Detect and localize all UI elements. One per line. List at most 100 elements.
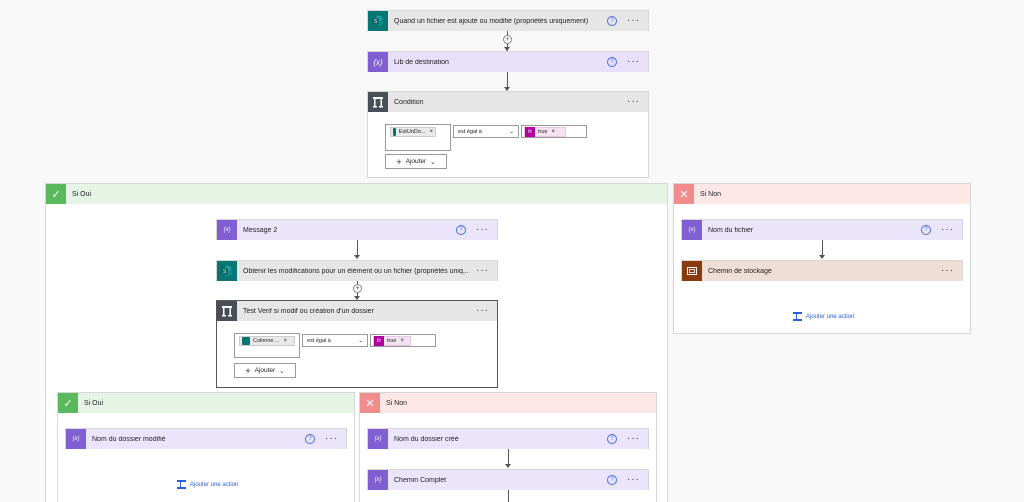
insert-step-plus-icon[interactable]: + [503, 35, 512, 44]
help-icon[interactable]: ? [607, 475, 617, 485]
nested-no-title: Si Non [386, 399, 408, 407]
check-icon: ✓ [46, 184, 66, 204]
storage-path-header[interactable]: Chemin de stockage ··· [682, 261, 962, 281]
more-options-icon[interactable]: ··· [476, 224, 489, 235]
help-icon[interactable]: ? [456, 225, 466, 235]
message-2-header[interactable]: {x} Message 2 ? ··· [217, 220, 497, 240]
insert-step-plus-icon[interactable]: + [353, 284, 362, 293]
help-icon[interactable]: ? [921, 225, 931, 235]
add-row-label: Ajouter [254, 367, 276, 374]
more-options-icon[interactable]: ··· [627, 56, 640, 67]
test-verif-title: Test Verif si modif ou création d'un dos… [243, 307, 374, 315]
condition-header[interactable]: Condition ··· [368, 92, 648, 112]
full-path-title: Chemin Complet [394, 476, 447, 484]
help-icon[interactable]: ? [305, 434, 315, 444]
svg-text:S: S [223, 269, 227, 275]
lib-destination-title: Lib de destination [394, 58, 449, 66]
more-options-icon[interactable]: ··· [941, 265, 954, 276]
more-options-icon[interactable]: ··· [325, 433, 338, 444]
chevron-down-icon: ⌄ [279, 367, 285, 375]
test-right-operand[interactable]: fx true × [370, 334, 436, 347]
condition-card[interactable]: Condition ··· EstUnDo... × est égal à ⌄ … [367, 91, 649, 178]
more-options-icon[interactable]: ··· [627, 433, 640, 444]
compose-icon [682, 261, 702, 281]
help-icon[interactable]: ? [607, 57, 617, 67]
expression-token[interactable]: fx true × [373, 336, 411, 346]
get-changes-header[interactable]: S Obtenir les modifications pour un élém… [217, 261, 497, 281]
message-2-card[interactable]: {x} Message 2 ? ··· [216, 219, 498, 240]
operator-value: est égal à [307, 337, 331, 344]
full-path-header[interactable]: {x} Chemin Complet ? ··· [368, 470, 648, 490]
chevron-down-icon: ⌄ [358, 337, 363, 344]
connector-line [508, 449, 509, 465]
add-row-button[interactable]: + Ajouter ⌄ [234, 363, 296, 378]
more-options-icon[interactable]: ··· [627, 96, 640, 107]
condition-right-operand[interactable]: fx true × [521, 125, 587, 138]
connector-line [508, 490, 509, 502]
connector-arrow [504, 87, 510, 91]
nested-yes-title: Si Oui [84, 399, 104, 407]
file-name-card[interactable]: {x} Nom du fichier ? ··· [681, 219, 963, 240]
condition-icon [368, 92, 388, 112]
nested-yes-header[interactable]: ✓ Si Oui [58, 393, 354, 413]
more-options-icon[interactable]: ··· [941, 224, 954, 235]
token-label: true [538, 129, 548, 135]
lib-destination-card[interactable]: {x} Lib de destination ? ··· [367, 51, 649, 72]
created-folder-name-card[interactable]: {x} Nom du dossier créé ? ··· [367, 428, 649, 449]
dynamic-content-token[interactable]: EstUnDo... × [390, 127, 436, 137]
more-options-icon[interactable]: ··· [627, 474, 640, 485]
close-icon: ✕ [674, 184, 694, 204]
message-2-title: Message 2 [243, 226, 278, 234]
yes-branch-header[interactable]: ✓ Si Oui [46, 184, 667, 204]
add-action-icon [793, 312, 802, 321]
help-icon[interactable]: ? [607, 16, 617, 26]
add-action-link[interactable]: Ajouter une action [177, 480, 238, 489]
storage-path-title: Chemin de stockage [708, 267, 772, 275]
add-row-button[interactable]: + Ajouter ⌄ [385, 154, 447, 169]
trigger-header[interactable]: S Quand un fichier est ajouté ou modifié… [368, 11, 648, 31]
add-action-icon [177, 480, 186, 489]
add-action-label: Ajouter une action [190, 481, 239, 488]
test-verif-header[interactable]: Test Verif si modif ou création d'un dos… [217, 301, 497, 321]
created-folder-name-header[interactable]: {x} Nom du dossier créé ? ··· [368, 429, 648, 449]
nested-no-header[interactable]: ✕ Si Non [360, 393, 656, 413]
get-changes-card[interactable]: S Obtenir les modifications pour un élém… [216, 260, 498, 281]
remove-token-icon[interactable]: × [400, 338, 404, 344]
full-path-card[interactable]: {x} Chemin Complet ? ··· [367, 469, 649, 490]
dynamic-content-token[interactable]: Colonne ... × [239, 336, 295, 346]
connector-arrow [505, 464, 511, 468]
operator-dropdown[interactable]: est égal à ⌄ [453, 125, 519, 138]
condition-icon [217, 301, 237, 321]
sharepoint-icon [393, 128, 396, 136]
remove-token-icon[interactable]: × [551, 129, 555, 135]
more-options-icon[interactable]: ··· [627, 15, 640, 26]
test-left-operand[interactable]: Colonne ... × [234, 333, 300, 358]
no-branch-header[interactable]: ✕ Si Non [674, 184, 970, 204]
file-name-title: Nom du fichier [708, 226, 754, 234]
storage-path-card[interactable]: Chemin de stockage ··· [681, 260, 963, 281]
token-label: Colonne ... [253, 338, 280, 344]
test-verif-card[interactable]: Test Verif si modif ou création d'un dos… [216, 300, 498, 388]
add-action-label: Ajouter une action [806, 313, 855, 320]
more-options-icon[interactable]: ··· [476, 305, 489, 316]
connector-line [822, 240, 823, 256]
remove-token-icon[interactable]: × [283, 338, 288, 344]
file-name-header[interactable]: {x} Nom du fichier ? ··· [682, 220, 962, 240]
variable-icon: {x} [66, 429, 86, 449]
connector-arrow [504, 47, 510, 51]
variable-icon: {x} [368, 52, 388, 72]
condition-left-operand[interactable]: EstUnDo... × [385, 124, 451, 151]
variable-icon: {x} [368, 429, 388, 449]
help-icon[interactable]: ? [607, 434, 617, 444]
modified-folder-name-header[interactable]: {x} Nom du dossier modifié ? ··· [66, 429, 346, 449]
modified-folder-name-card[interactable]: {x} Nom du dossier modifié ? ··· [65, 428, 347, 449]
expression-token[interactable]: fx true × [524, 127, 566, 137]
lib-destination-header[interactable]: {x} Lib de destination ? ··· [368, 52, 648, 72]
sharepoint-icon [242, 337, 250, 345]
add-action-link[interactable]: Ajouter une action [793, 312, 854, 321]
trigger-card[interactable]: S Quand un fichier est ajouté ou modifié… [367, 10, 649, 31]
operator-dropdown[interactable]: est égal à ⌄ [302, 334, 368, 347]
remove-token-icon[interactable]: × [429, 129, 433, 135]
more-options-icon[interactable]: ··· [476, 265, 489, 276]
connector-line [357, 240, 358, 256]
